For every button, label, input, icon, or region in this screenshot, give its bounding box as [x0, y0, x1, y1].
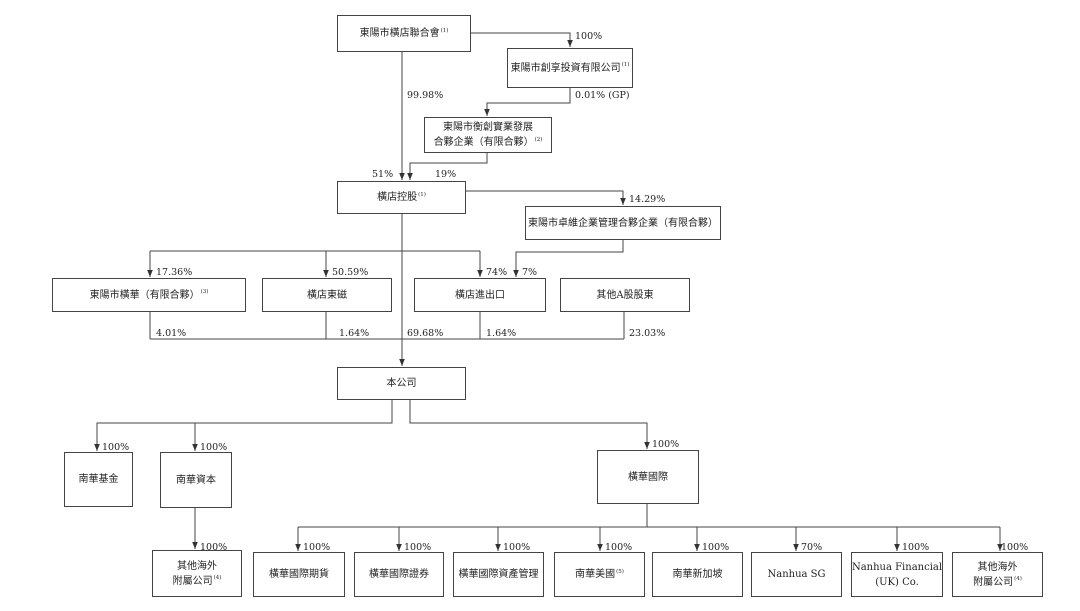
node-hengdian-dmegc: 橫店東磁	[262, 278, 392, 312]
edge-holdings-zhuowei	[466, 190, 626, 205]
pct-intl-asset-mgmt: 100%	[503, 542, 531, 553]
pct-holdings-import-export: 74%	[486, 267, 508, 278]
pct-association-chuangxiang: 100%	[575, 31, 603, 42]
node-hengdian-holdings: 橫店控股(1)	[337, 181, 466, 214]
pct-capital-overseas: 100%	[200, 542, 228, 553]
pct-yichuang-holdings: 19%	[435, 169, 457, 180]
node-company: 本公司	[337, 367, 466, 400]
node-nanhua-sg: Nanhua SG	[751, 552, 842, 597]
node-nanhua-uk: Nanhua Financial (UK) Co.	[851, 552, 943, 597]
pct-company-capital: 100%	[200, 442, 228, 453]
node-dongyang-zhuowei: 東陽市卓維企業管理合夥企業（有限合夥）	[525, 206, 721, 240]
node-henghua-futures: 橫華國際期貨	[253, 552, 345, 597]
edge-association-chuangxiang	[471, 32, 573, 47]
pct-intl-uk: 100%	[902, 542, 930, 553]
edge-zhuowei-import-export	[513, 240, 624, 277]
pct-intl-usa: 100%	[605, 542, 633, 553]
pct-holdings-henghua-lp: 17.36%	[156, 267, 193, 278]
pct-import-export-company: 1.64%	[486, 328, 517, 339]
node-other-overseas-capital: 其他海外 附屬公司(4)	[152, 550, 242, 597]
pct-chuangxiang-yichuang: 0.01% (GP)	[575, 90, 630, 101]
node-nanhua-singapore: 南華新加坡	[652, 552, 743, 597]
node-dongyang-chuangxiang: 東陽市創享投資有限公司(1)	[507, 48, 633, 88]
node-nanhua-fund: 南華基金	[64, 452, 133, 507]
node-dongyang-hengdian-association: 東陽市橫店聯合會(1)	[337, 15, 471, 52]
edge-company-intl	[409, 400, 650, 449]
pct-association-yichuang: 99.98%	[407, 90, 444, 101]
pct-other-a-company: 23.03%	[629, 328, 666, 339]
pct-intl-futures: 100%	[303, 542, 331, 553]
pct-henghua-lp-company: 4.01%	[156, 328, 187, 339]
node-dongyang-yichuang: 東陽市衡創實業發展 合夥企業（有限合夥）(2)	[424, 117, 552, 153]
pct-dmegc-company: 1.64%	[339, 328, 370, 339]
pct-intl-sg: 70%	[801, 542, 823, 553]
pct-holdings-company: 69.68%	[407, 328, 444, 339]
node-other-a-shareholders: 其他A股股東	[560, 278, 690, 312]
node-nanhua-usa: 南華美國(5)	[554, 552, 645, 597]
node-henghua-securities: 橫華國際證券	[354, 552, 444, 597]
edge-yichuang-holdings	[407, 153, 488, 180]
pct-company-fund: 100%	[102, 442, 130, 453]
pct-intl-overseas: 100%	[1001, 542, 1029, 553]
pct-holdings-dmegc: 50.59%	[332, 267, 369, 278]
node-henghua-asset-mgmt: 橫華國際資產管理	[453, 552, 544, 597]
edge-company-left	[94, 400, 393, 451]
node-dongyang-henghua-lp: 東陽市橫華（有限合夥）(3)	[52, 278, 246, 312]
pct-zhuowei-import-export: 7%	[522, 267, 538, 278]
pct-association-holdings: 51%	[372, 169, 394, 180]
node-hengdian-import-export: 橫店進出口	[414, 278, 546, 312]
pct-intl-singapore: 100%	[702, 542, 730, 553]
pct-holdings-zhuowei: 14.29%	[629, 194, 666, 205]
pct-intl-securities: 100%	[404, 542, 432, 553]
node-nanhua-capital: 南華資本	[160, 452, 232, 508]
node-henghua-international: 橫華國際	[597, 450, 699, 504]
edge-chuangxiang-yichuang	[484, 88, 571, 116]
pct-company-intl: 100%	[652, 439, 680, 450]
node-other-overseas-intl: 其他海外 附屬公司(4)	[952, 552, 1043, 597]
